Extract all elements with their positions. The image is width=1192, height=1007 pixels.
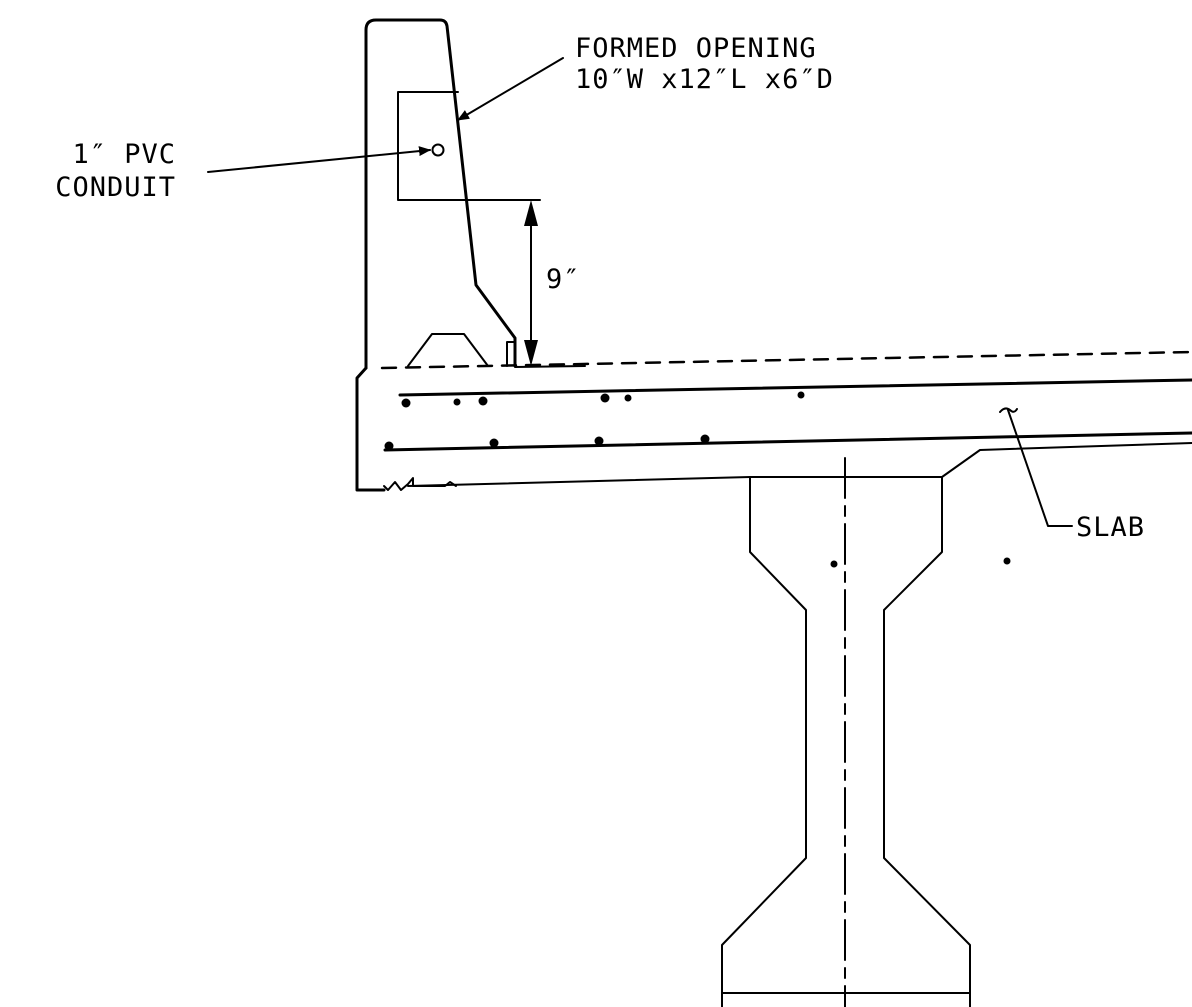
pvc-conduit-label-line1: 1″ PVC <box>72 139 176 170</box>
barrier-step <box>506 341 516 367</box>
rebar-dots <box>384 391 1011 568</box>
dimension-label: 9″ <box>546 264 581 295</box>
dimension-arrow-bottom <box>524 340 538 366</box>
girder-outline <box>721 476 971 1007</box>
pvc-conduit-label-line2: CONDUIT <box>55 172 176 203</box>
slab-bottom-reinforcement <box>383 431 1192 452</box>
pvc-conduit-leader <box>207 146 431 173</box>
barrier-base <box>355 366 386 492</box>
slab-label: SLAB <box>1076 512 1145 543</box>
formed-opening <box>397 91 469 201</box>
slab-leader <box>1007 409 1073 527</box>
surface-solid-segment <box>514 365 586 368</box>
slab-soffit <box>407 442 1192 487</box>
dimension-arrow-top <box>524 200 538 226</box>
shear-key <box>407 333 489 367</box>
pvc-conduit <box>431 143 445 157</box>
formed-opening-label-line1: FORMED OPENING <box>575 33 817 64</box>
barrier-outline <box>364 18 517 370</box>
formed-opening-label-line2: 10″W x12″L x6″D <box>575 64 834 95</box>
top-surface-dashed <box>380 350 1192 370</box>
formed-opening-leader <box>457 57 564 121</box>
slab-bottom-left <box>383 477 457 491</box>
slab-leader-tick <box>999 407 1018 413</box>
slab-top-reinforcement <box>398 378 1192 397</box>
